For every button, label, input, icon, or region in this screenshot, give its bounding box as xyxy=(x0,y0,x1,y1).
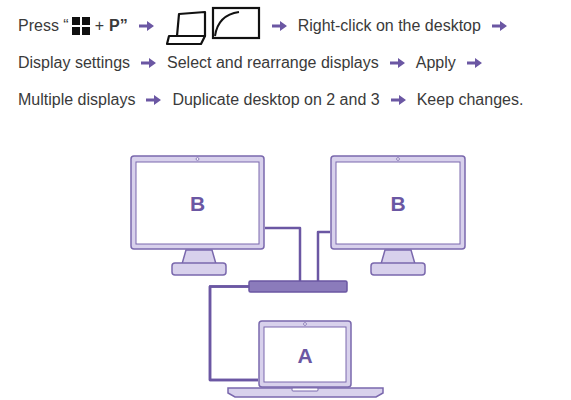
monitor-screen: B xyxy=(330,155,466,250)
arrow-symbol xyxy=(467,57,482,69)
instruction-text: Apply xyxy=(416,54,456,72)
instruction-text: + xyxy=(95,17,104,35)
instruction-text: Duplicate desktop on 2 and 3 xyxy=(172,91,379,109)
instruction-line: Multiple displays Duplicate desktop on 2 … xyxy=(18,88,523,112)
instruction-text: Select and rearrange displays xyxy=(167,54,379,72)
arrow-symbol xyxy=(272,20,287,32)
laptop-base xyxy=(228,388,383,397)
arrow-symbol xyxy=(139,20,154,32)
instruction-text: Display settings xyxy=(18,54,130,72)
docking-hub xyxy=(249,281,347,292)
monitor-screen: B xyxy=(130,155,265,250)
windows-key-symbol xyxy=(72,17,90,35)
arrow-symbol xyxy=(391,94,406,106)
monitor-base xyxy=(172,263,226,275)
instruction-line: Display settings Select and rearrange dis… xyxy=(18,51,493,75)
monitor-stand xyxy=(182,250,216,264)
instruction-text: Press “ xyxy=(18,17,69,35)
arrow-symbol xyxy=(492,20,507,32)
laptop-screen: A xyxy=(258,320,352,388)
display-mode-icon xyxy=(165,6,261,46)
monitor-base xyxy=(371,263,425,275)
display-letter: B xyxy=(130,155,265,250)
instruction-text: Multiple displays xyxy=(18,91,135,109)
instruction-text: Keep changes. xyxy=(417,91,524,109)
monitor-stand xyxy=(381,250,415,264)
arrow-symbol xyxy=(390,57,405,69)
laptop-notch xyxy=(292,388,318,391)
display-letter: A xyxy=(258,320,352,388)
arrow-symbol xyxy=(141,57,156,69)
arrow-symbol xyxy=(146,94,161,106)
instruction-line: Press “ + P” Right-click on the desktop xyxy=(18,14,518,38)
instruction-text: P” xyxy=(109,17,128,35)
instruction-text: Right-click on the desktop xyxy=(298,17,481,35)
display-letter: B xyxy=(330,155,466,250)
